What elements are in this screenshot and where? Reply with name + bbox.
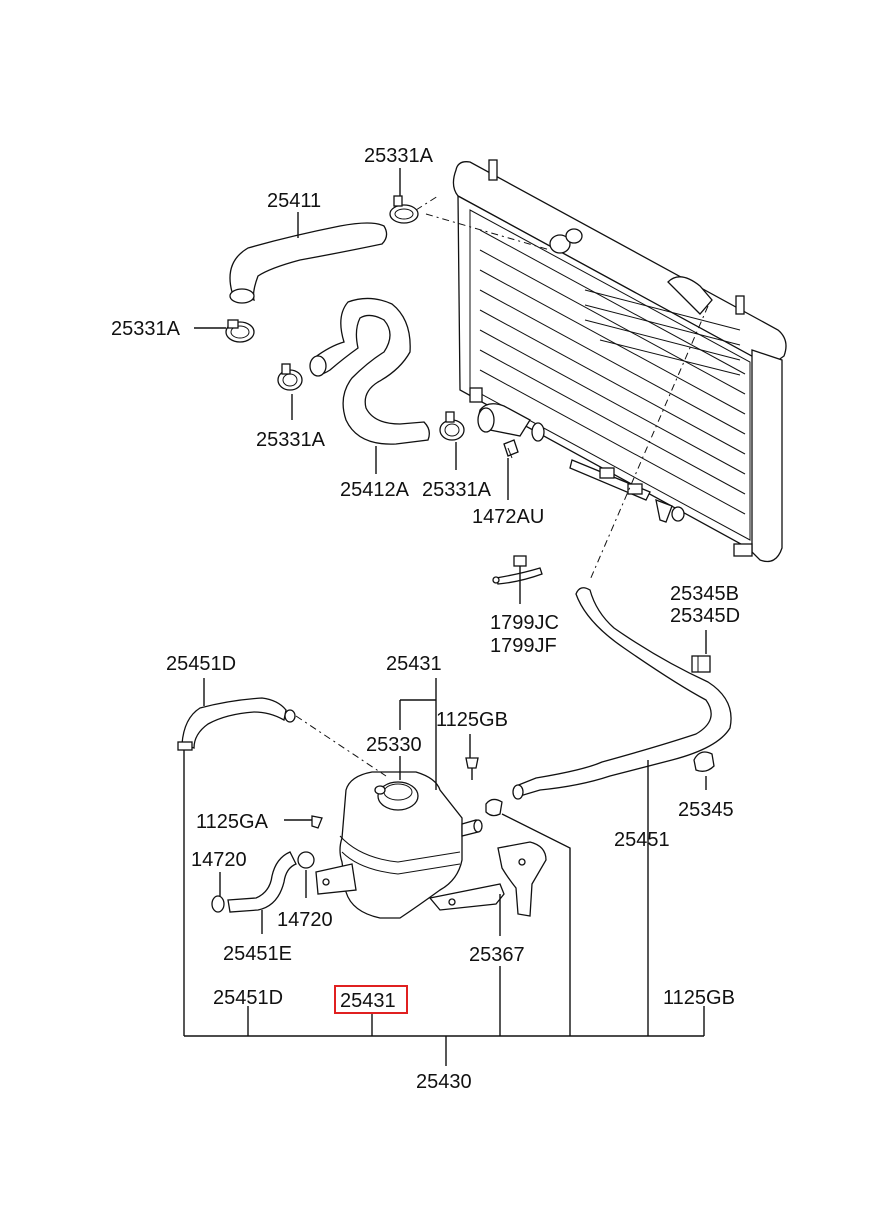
clamp-14720-b: [297, 851, 315, 869]
label-25451[interactable]: 25451: [614, 829, 670, 851]
label-14720-a[interactable]: 14720: [191, 849, 247, 871]
bolt-1472au: [503, 439, 519, 459]
clamp-25331a-left: [225, 319, 255, 343]
label-1125ga[interactable]: 1125GA: [196, 811, 269, 833]
label-25451d-top[interactable]: 25451D: [166, 653, 236, 675]
label-1799jf[interactable]: 1799JF: [490, 635, 557, 657]
clamp-25345b: [691, 655, 711, 673]
leader-lines: [183, 168, 707, 1066]
hose-25451: [512, 587, 732, 800]
label-25430[interactable]: 25430: [416, 1071, 472, 1093]
bolt-1125gb: [465, 757, 479, 780]
bolt-1125ga: [311, 815, 323, 829]
reservoir-tank-25431: [315, 771, 483, 919]
label-25431-top[interactable]: 25431: [386, 653, 442, 675]
label-25330[interactable]: 25330: [366, 734, 422, 756]
label-25345b[interactable]: 25345B: [670, 583, 739, 605]
clamp-25331a-bot: [439, 411, 465, 441]
hose-25411: [229, 222, 388, 304]
label-1472au[interactable]: 1472AU: [472, 506, 544, 528]
clamp-25345: [693, 751, 715, 772]
label-25331a-bot[interactable]: 25331A: [422, 479, 492, 501]
clamp-25345-res: [485, 798, 503, 817]
label-25451e[interactable]: 25451E: [223, 943, 292, 965]
hose-25451e: [227, 851, 297, 913]
clamp-14720-a: [211, 895, 225, 913]
label-25345d[interactable]: 25345D: [670, 605, 740, 627]
radiator: [452, 159, 787, 563]
cap-25330: [374, 781, 419, 811]
label-1125gb-bot[interactable]: 1125GB: [663, 987, 735, 1009]
highlight-box: [334, 985, 408, 1014]
label-25331a-mid[interactable]: 25331A: [256, 429, 326, 451]
label-25345[interactable]: 25345: [678, 799, 734, 821]
connection-lines: [295, 195, 709, 777]
wire-1799jc: [492, 555, 543, 585]
clamp-25331a-mid: [277, 363, 303, 391]
label-25411[interactable]: 25411: [267, 190, 321, 212]
label-25431-highlighted[interactable]: 25431: [340, 990, 396, 1012]
label-14720-b[interactable]: 14720: [277, 909, 333, 931]
hose-25451d: [177, 697, 296, 751]
label-25331a-left[interactable]: 25331A: [111, 318, 181, 340]
label-1799jc[interactable]: 1799JC: [490, 612, 559, 634]
label-25367[interactable]: 25367: [469, 944, 525, 966]
label-25451d-bot[interactable]: 25451D: [213, 987, 283, 1009]
hose-25412a: [309, 297, 430, 445]
clamp-25331a-top: [389, 195, 419, 224]
label-1125gb-top[interactable]: 1125GB: [436, 709, 508, 731]
label-25331a-top[interactable]: 25331A: [364, 145, 434, 167]
label-25412a[interactable]: 25412A: [340, 479, 410, 501]
part-labels: 25331A 25411 25331A 25331A 25412A 25331A…: [111, 145, 740, 1093]
bracket-25367: [428, 841, 547, 917]
